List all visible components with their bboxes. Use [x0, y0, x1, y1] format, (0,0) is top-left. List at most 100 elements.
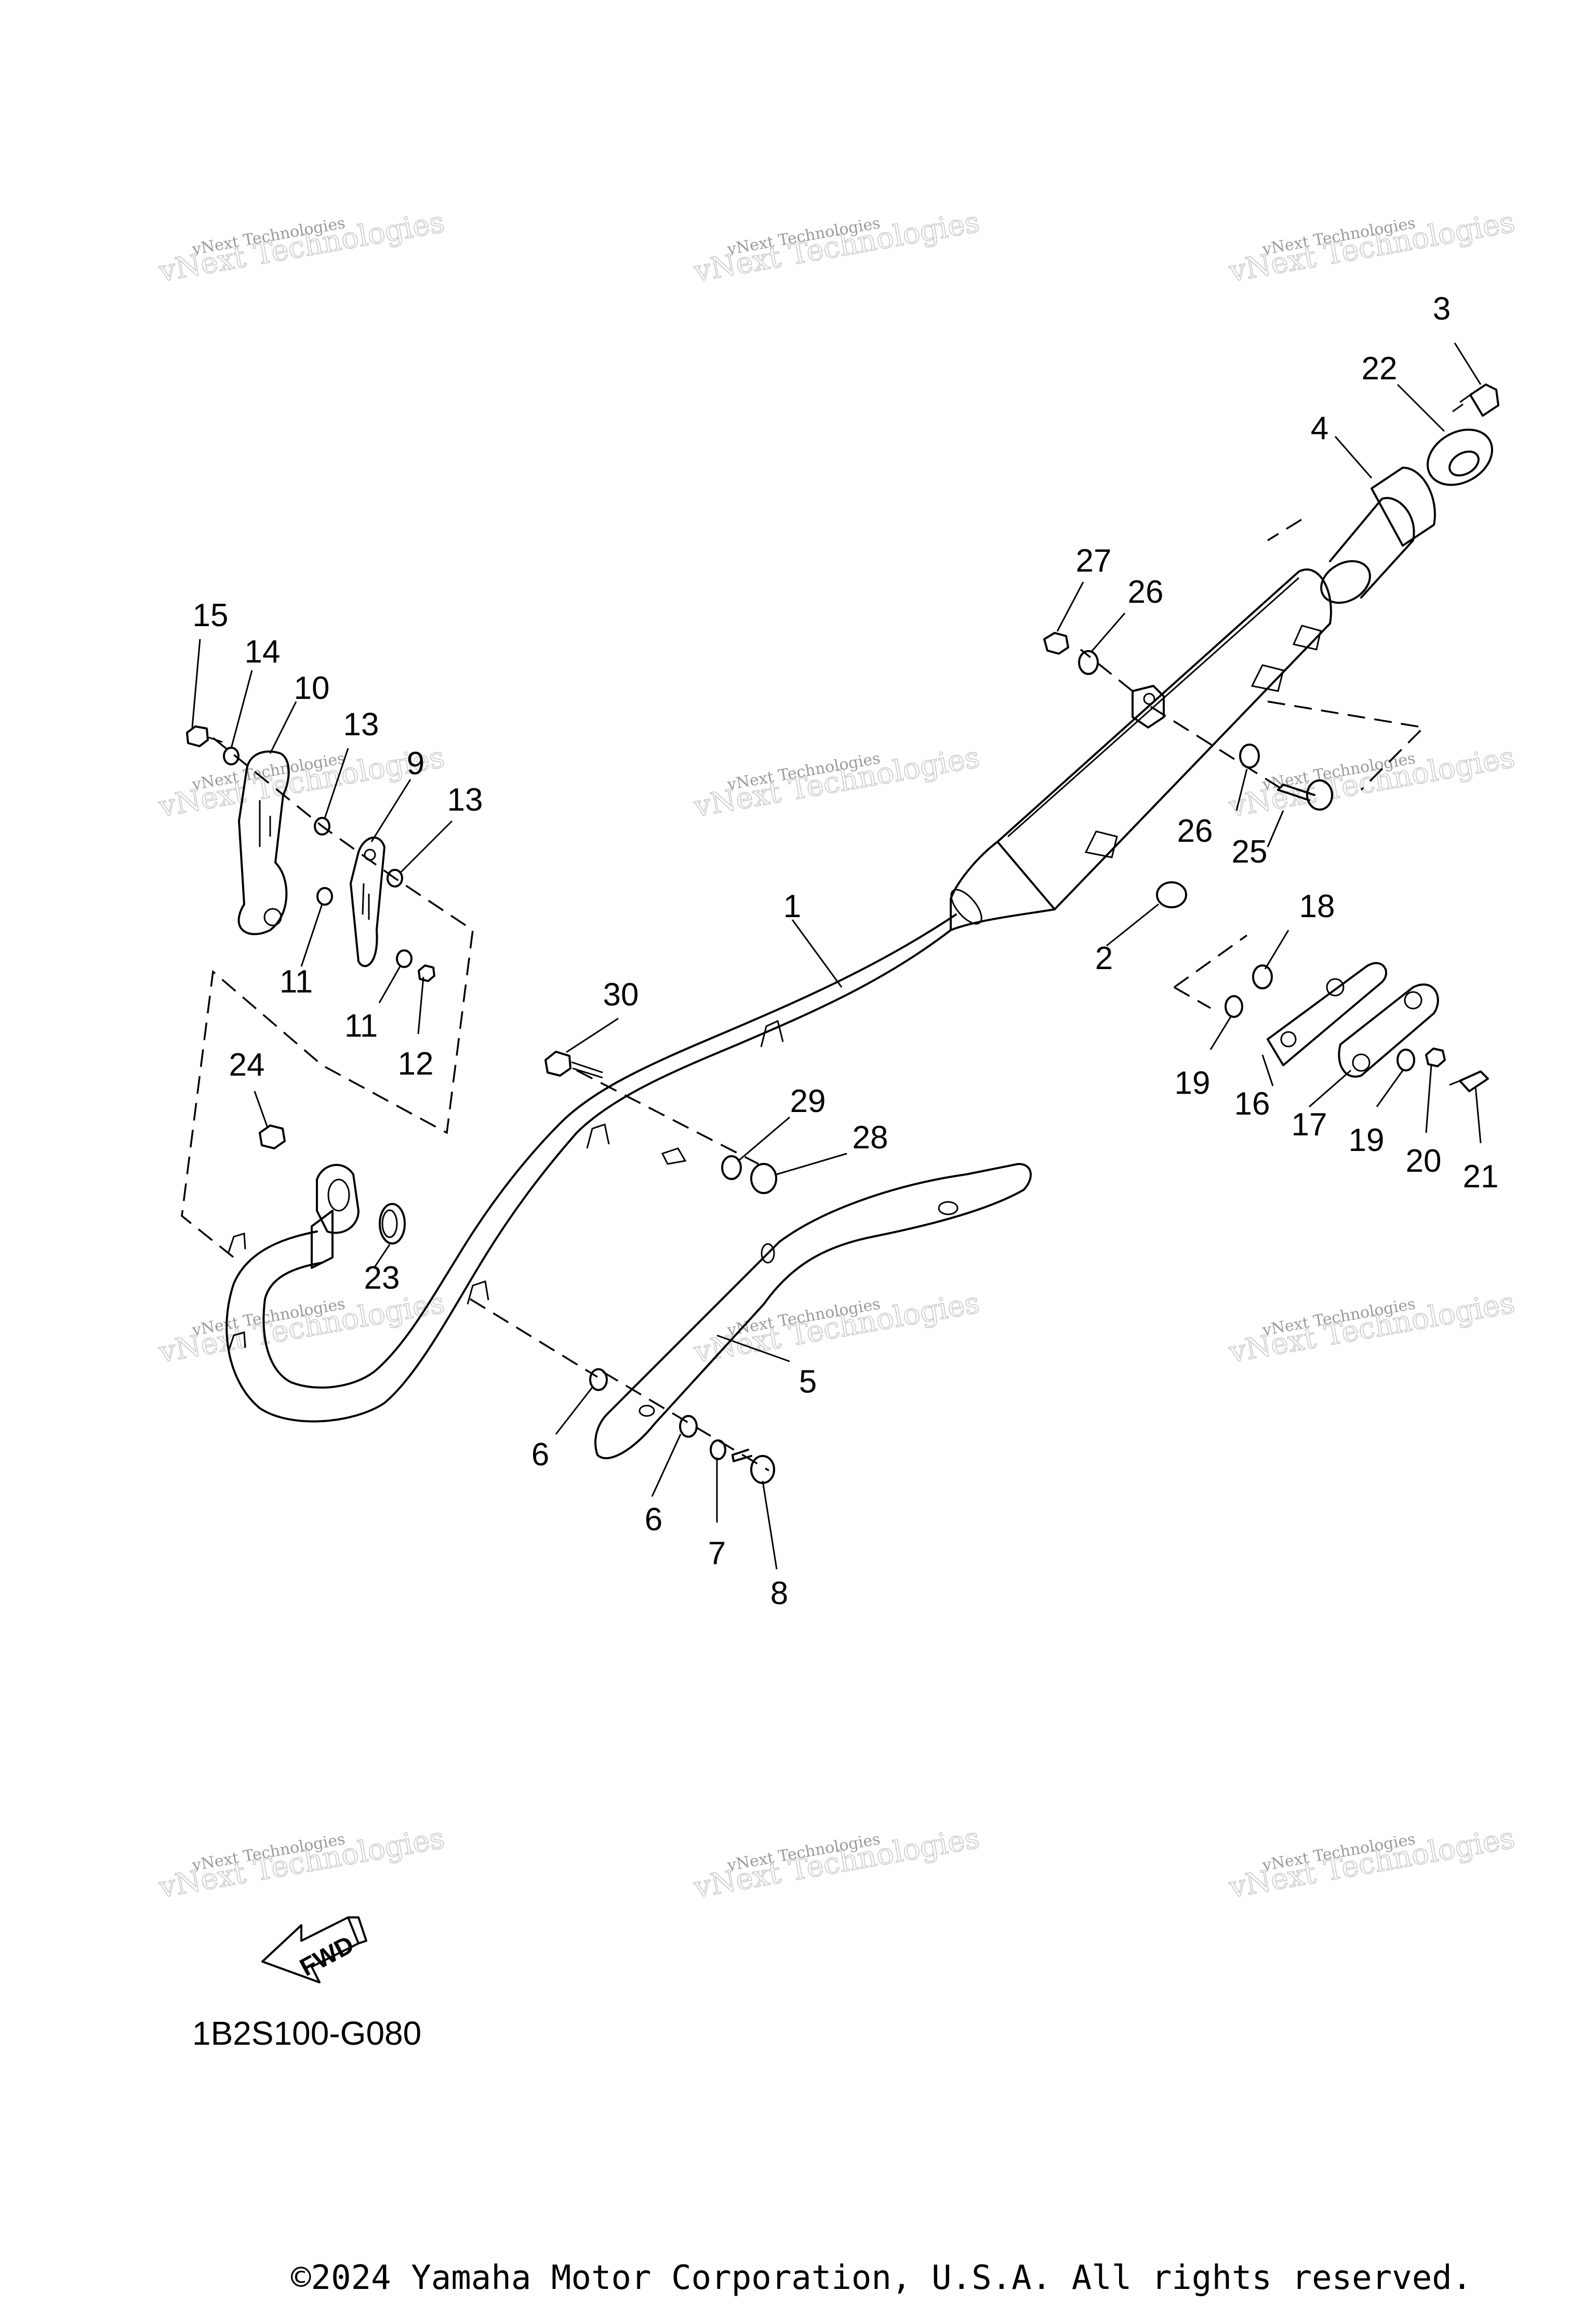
leader-line: [399, 820, 453, 874]
dashed-line: [1173, 934, 1248, 988]
washer-13: [314, 817, 330, 836]
callout-26a: 26: [1128, 574, 1164, 610]
bolt-21: [1459, 1070, 1489, 1092]
flange-nut: [259, 1124, 286, 1149]
callout-26b: 26: [1177, 813, 1213, 849]
callout-7: 7: [708, 1535, 726, 1571]
lock-washer-7: [710, 1439, 726, 1460]
washer-6: [679, 1415, 698, 1438]
tailpipe-assembly: [1320, 383, 1499, 604]
exhaust-header-pipe: [225, 929, 952, 1423]
cone-joint: [950, 889, 982, 925]
bolt-thread: [1449, 1080, 1460, 1086]
dashed-line: [602, 1371, 769, 1472]
leader-line: [269, 701, 297, 754]
callout-3: 3: [1433, 291, 1451, 327]
muffler-cone: [950, 841, 1056, 931]
callout-labels: 1 2 3 4 5 6 6 7 8 9 10 11 11 12 13 13 14…: [193, 291, 1499, 1611]
mount-plate-17: [1338, 983, 1439, 1078]
watermark: vNext Technologies vNext Technologies: [1226, 1821, 1518, 1905]
exhaust-gasket: [379, 1203, 406, 1244]
washer-13: [387, 869, 403, 888]
dashed-line: [1267, 519, 1302, 541]
watermark: vNext Technologies vNext Technologies: [691, 1821, 983, 1905]
leader-line: [191, 639, 201, 728]
plate-hole: [1326, 978, 1345, 997]
leader-line: [1235, 769, 1248, 811]
assembly-dashed-lines: [181, 519, 1426, 1472]
watermark: vNext Technologies vNext Technologies: [1226, 205, 1518, 289]
tailpipe-insert-end: [1320, 560, 1371, 604]
callout-6a: 6: [531, 1437, 549, 1473]
stay-hole: [761, 1243, 775, 1264]
bolt-8: [732, 1449, 752, 1462]
plate-hole: [1404, 991, 1422, 1010]
leader-line: [791, 919, 843, 988]
muffler-clip: [1292, 625, 1322, 651]
leader-line: [776, 1153, 847, 1175]
plate-hole: [1280, 1031, 1297, 1048]
leader-line: [230, 670, 253, 749]
leader-line: [566, 1017, 619, 1053]
leader-line: [737, 1116, 790, 1162]
watermark: vNext Technologies vNext Technologies: [156, 205, 448, 289]
muffler-stay-plate: [594, 1163, 1032, 1460]
washer-19: [1396, 1049, 1415, 1071]
washer-26: [1078, 650, 1099, 675]
tailpipe-insert: [1329, 497, 1415, 599]
washer-26: [1239, 744, 1260, 769]
callout-12: 12: [398, 1046, 434, 1082]
washer-6: [589, 1368, 608, 1391]
collar-28: [750, 1163, 777, 1194]
muffler-body: [996, 568, 1332, 910]
leader-line: [417, 976, 424, 1035]
rear-mount-set: [1225, 962, 1489, 1092]
bolt-8-head: [750, 1455, 775, 1484]
leader-line: [254, 1091, 269, 1128]
muffler-clip: [1251, 664, 1284, 692]
pipe-bracket: [586, 1123, 610, 1149]
bolt-thread: [1452, 394, 1471, 413]
callout-9: 9: [407, 746, 424, 782]
watermark-grid: vNext Technologies vNext Technologies vN…: [156, 205, 1518, 1905]
bracket-plate-10: [237, 750, 290, 935]
muffler-clip: [1084, 830, 1118, 858]
upper-bracket-set: [237, 750, 385, 967]
callout-21: 21: [1463, 1159, 1499, 1195]
watermark: vNext Technologies vNext Technologies: [156, 1286, 448, 1370]
pipe-bracket: [467, 1280, 489, 1305]
nut-20: [1425, 1048, 1446, 1067]
leader-line: [555, 1387, 593, 1435]
end-cap-center: [1448, 451, 1480, 476]
callout-14: 14: [245, 634, 281, 670]
diagram-code: 1B2S100-G080: [192, 2015, 421, 2052]
end-cap: [1427, 428, 1493, 486]
bolt-15: [186, 725, 209, 747]
callout-17: 17: [1292, 1107, 1327, 1143]
fwd-arrow-depth: [347, 1916, 367, 1944]
watermark: vNext Technologies vNext Technologies: [1226, 740, 1518, 824]
callout-19a: 19: [1175, 1065, 1211, 1101]
callout-25: 25: [1232, 834, 1268, 870]
bracket-rib: [362, 883, 370, 920]
bracket-plate-9: [350, 836, 385, 967]
washer-29: [721, 1155, 742, 1180]
watermark: vNext Technologies vNext Technologies: [691, 1286, 983, 1370]
nut-12: [418, 964, 435, 982]
callout-8: 8: [770, 1575, 788, 1611]
leader-line: [300, 904, 323, 967]
copyright-notice: ©2024 Yamaha Motor Corporation, U.S.A. A…: [291, 2259, 1472, 2297]
leader-line: [324, 748, 349, 819]
leader-line: [1090, 613, 1126, 653]
washer-18: [1252, 964, 1273, 989]
leader-line: [1454, 342, 1482, 385]
callout-30: 30: [603, 977, 639, 1013]
callout-1: 1: [783, 889, 801, 924]
stay-hole: [639, 1405, 655, 1417]
leader-line: [1264, 930, 1289, 970]
bracket-rib: [259, 800, 271, 847]
callout-18: 18: [1299, 889, 1335, 924]
callout-16: 16: [1234, 1086, 1270, 1122]
leader-line: [762, 1480, 778, 1570]
